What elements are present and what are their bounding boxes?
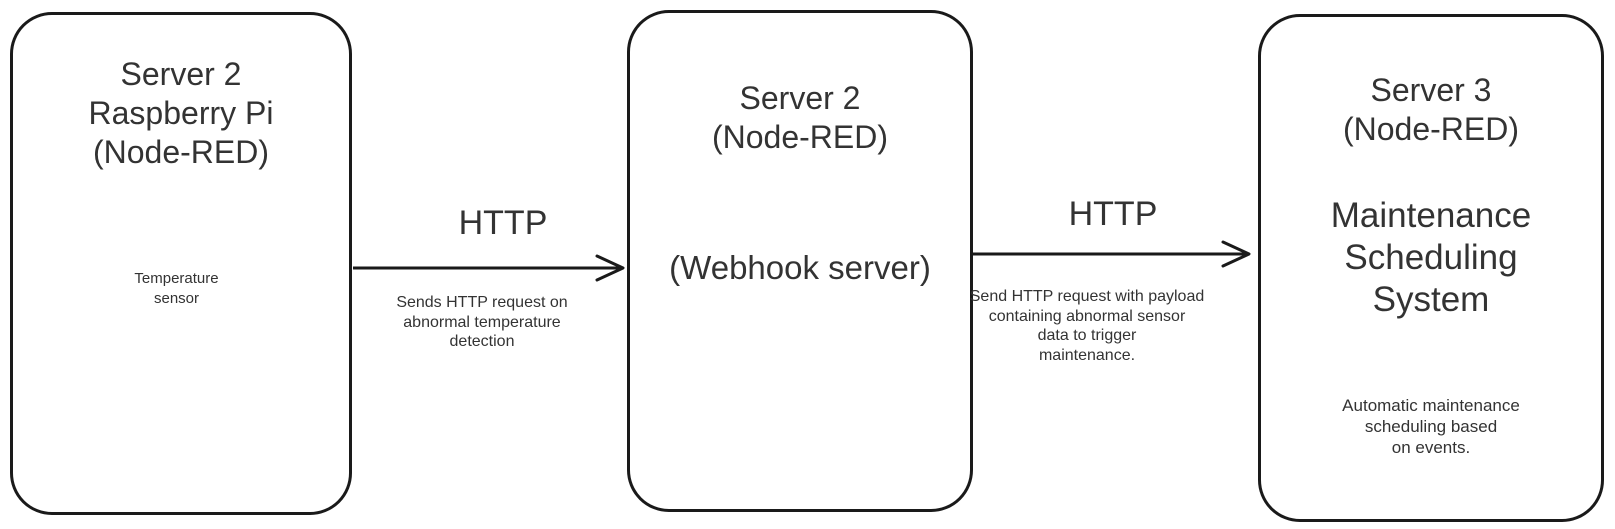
node-title: Server 2 Raspberry Pi (Node-RED) <box>13 15 349 172</box>
text-line: System <box>1372 280 1490 319</box>
text-line: (Node-RED) <box>92 134 270 170</box>
edge-label-http-1: HTTP <box>458 204 548 242</box>
edge-description-1: Sends HTTP request on abnormal temperatu… <box>377 293 587 352</box>
text-line: abnormal temperature <box>403 313 561 331</box>
text-line: Maintenance <box>1330 196 1532 235</box>
text-line: Server 2 <box>739 80 861 116</box>
edge-http-1 <box>353 254 625 282</box>
text-line: (Node-RED) <box>711 119 889 155</box>
text-line: Send HTTP request with payload <box>969 288 1205 305</box>
text-line: Scheduling <box>1344 238 1518 277</box>
text-line: Server 3 <box>1370 72 1492 108</box>
text-line: detection <box>449 333 515 350</box>
node-server2-webhook: Server 2 (Node-RED) (Webhook server) <box>627 10 973 512</box>
node-temperature-sensor: Temperature sensor <box>88 226 265 351</box>
text-line: Server 2 <box>120 56 242 92</box>
node-title: Server 3 (Node-RED) <box>1261 17 1601 149</box>
text-line: sensor <box>153 289 200 307</box>
text-line: Raspberry Pi <box>88 95 274 131</box>
text-line: maintenance. <box>1038 346 1136 364</box>
text-line: scheduling based <box>1364 417 1498 436</box>
text-line: on events. <box>1391 438 1471 457</box>
node-server3-maintenance: Server 3 (Node-RED) Maintenance Scheduli… <box>1258 14 1604 522</box>
node-body: Maintenance Scheduling System <box>1261 195 1601 321</box>
arrowhead-icon <box>595 254 625 282</box>
edge-description-2: Send HTTP request with payload containin… <box>952 287 1222 365</box>
text-line: Sends HTTP request on <box>396 294 568 311</box>
node-server2-raspberry-pi: Server 2 Raspberry Pi (Node-RED) <box>10 12 352 515</box>
text-line: Temperature <box>134 269 219 287</box>
node-note: Automatic maintenance scheduling based o… <box>1261 395 1601 458</box>
node-sublabel: (Webhook server) <box>669 249 931 286</box>
arrowhead-icon <box>1221 240 1251 268</box>
text-line: containing abnormal sensor <box>988 307 1186 325</box>
node-title: Server 2 (Node-RED) <box>630 13 970 157</box>
edge-label-http-2: HTTP <box>1068 195 1158 233</box>
text-line: data to trigger <box>1037 327 1137 344</box>
text-line: Automatic maintenance <box>1342 396 1520 415</box>
text-line: (Node-RED) <box>1342 111 1520 147</box>
edge-http-2 <box>973 240 1251 268</box>
